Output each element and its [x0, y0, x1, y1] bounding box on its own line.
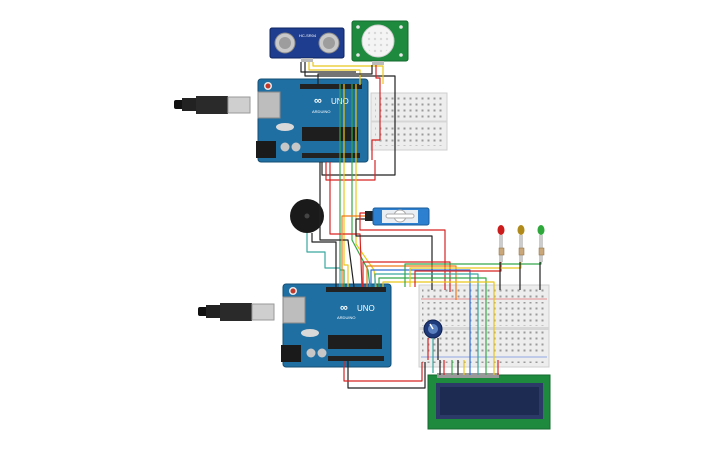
- servo-motor[interactable]: [365, 207, 430, 226]
- arduino-top[interactable]: ∞ UNO ARDUINO: [256, 78, 369, 163]
- potentiometer[interactable]: [423, 319, 443, 339]
- arduino-bottom-model: UNO: [357, 304, 375, 313]
- led-green[interactable]: [537, 225, 545, 262]
- breadboard-top[interactable]: [370, 92, 448, 151]
- pir-sensor[interactable]: [351, 20, 409, 65]
- svg-text:∞: ∞: [340, 302, 348, 314]
- usb-cable-bottom[interactable]: [198, 303, 275, 321]
- arduino-bottom-brand: ARDUINO: [337, 315, 355, 320]
- arduino-bottom[interactable]: ∞ UNO ARDUINO: [281, 283, 392, 368]
- led-red[interactable]: [497, 225, 505, 262]
- led-yellow[interactable]: [517, 225, 525, 262]
- usb-cable-top[interactable]: [174, 96, 251, 114]
- lcd-display[interactable]: [427, 373, 551, 430]
- svg-text:∞: ∞: [314, 95, 322, 107]
- piezo-buzzer[interactable]: [290, 199, 324, 233]
- ultrasonic-sensor[interactable]: HC-SR04: [269, 27, 345, 62]
- wires: [300, 62, 542, 389]
- arduino-top-brand: ARDUINO: [312, 109, 330, 114]
- breadboard-bottom[interactable]: [418, 284, 550, 368]
- ultrasonic-label: HC-SR04: [299, 33, 317, 38]
